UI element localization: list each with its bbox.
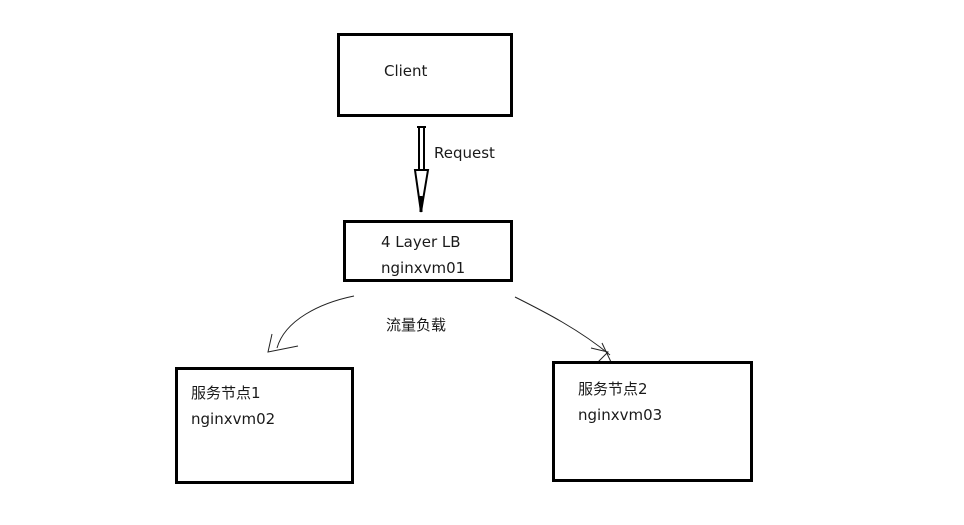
service-node-1-title: 服务节点1	[191, 384, 261, 402]
request-arrow	[413, 126, 430, 213]
lb-host: nginxvm01	[381, 259, 466, 277]
load-line-right	[514, 296, 612, 363]
service-node-2-host: nginxvm03	[578, 406, 663, 424]
service-node-1-host: nginxvm02	[191, 410, 276, 428]
lb-title: 4 Layer LB	[381, 233, 461, 251]
request-label: Request	[434, 144, 495, 162]
load-balancer-node	[343, 220, 513, 282]
load-line-left	[267, 295, 355, 353]
traffic-load-label: 流量负载	[386, 316, 447, 334]
service-node-2	[552, 361, 753, 482]
service-node-1	[175, 367, 354, 484]
client-node	[337, 33, 513, 117]
client-label: Client	[384, 62, 428, 80]
service-node-2-title: 服务节点2	[578, 380, 648, 398]
